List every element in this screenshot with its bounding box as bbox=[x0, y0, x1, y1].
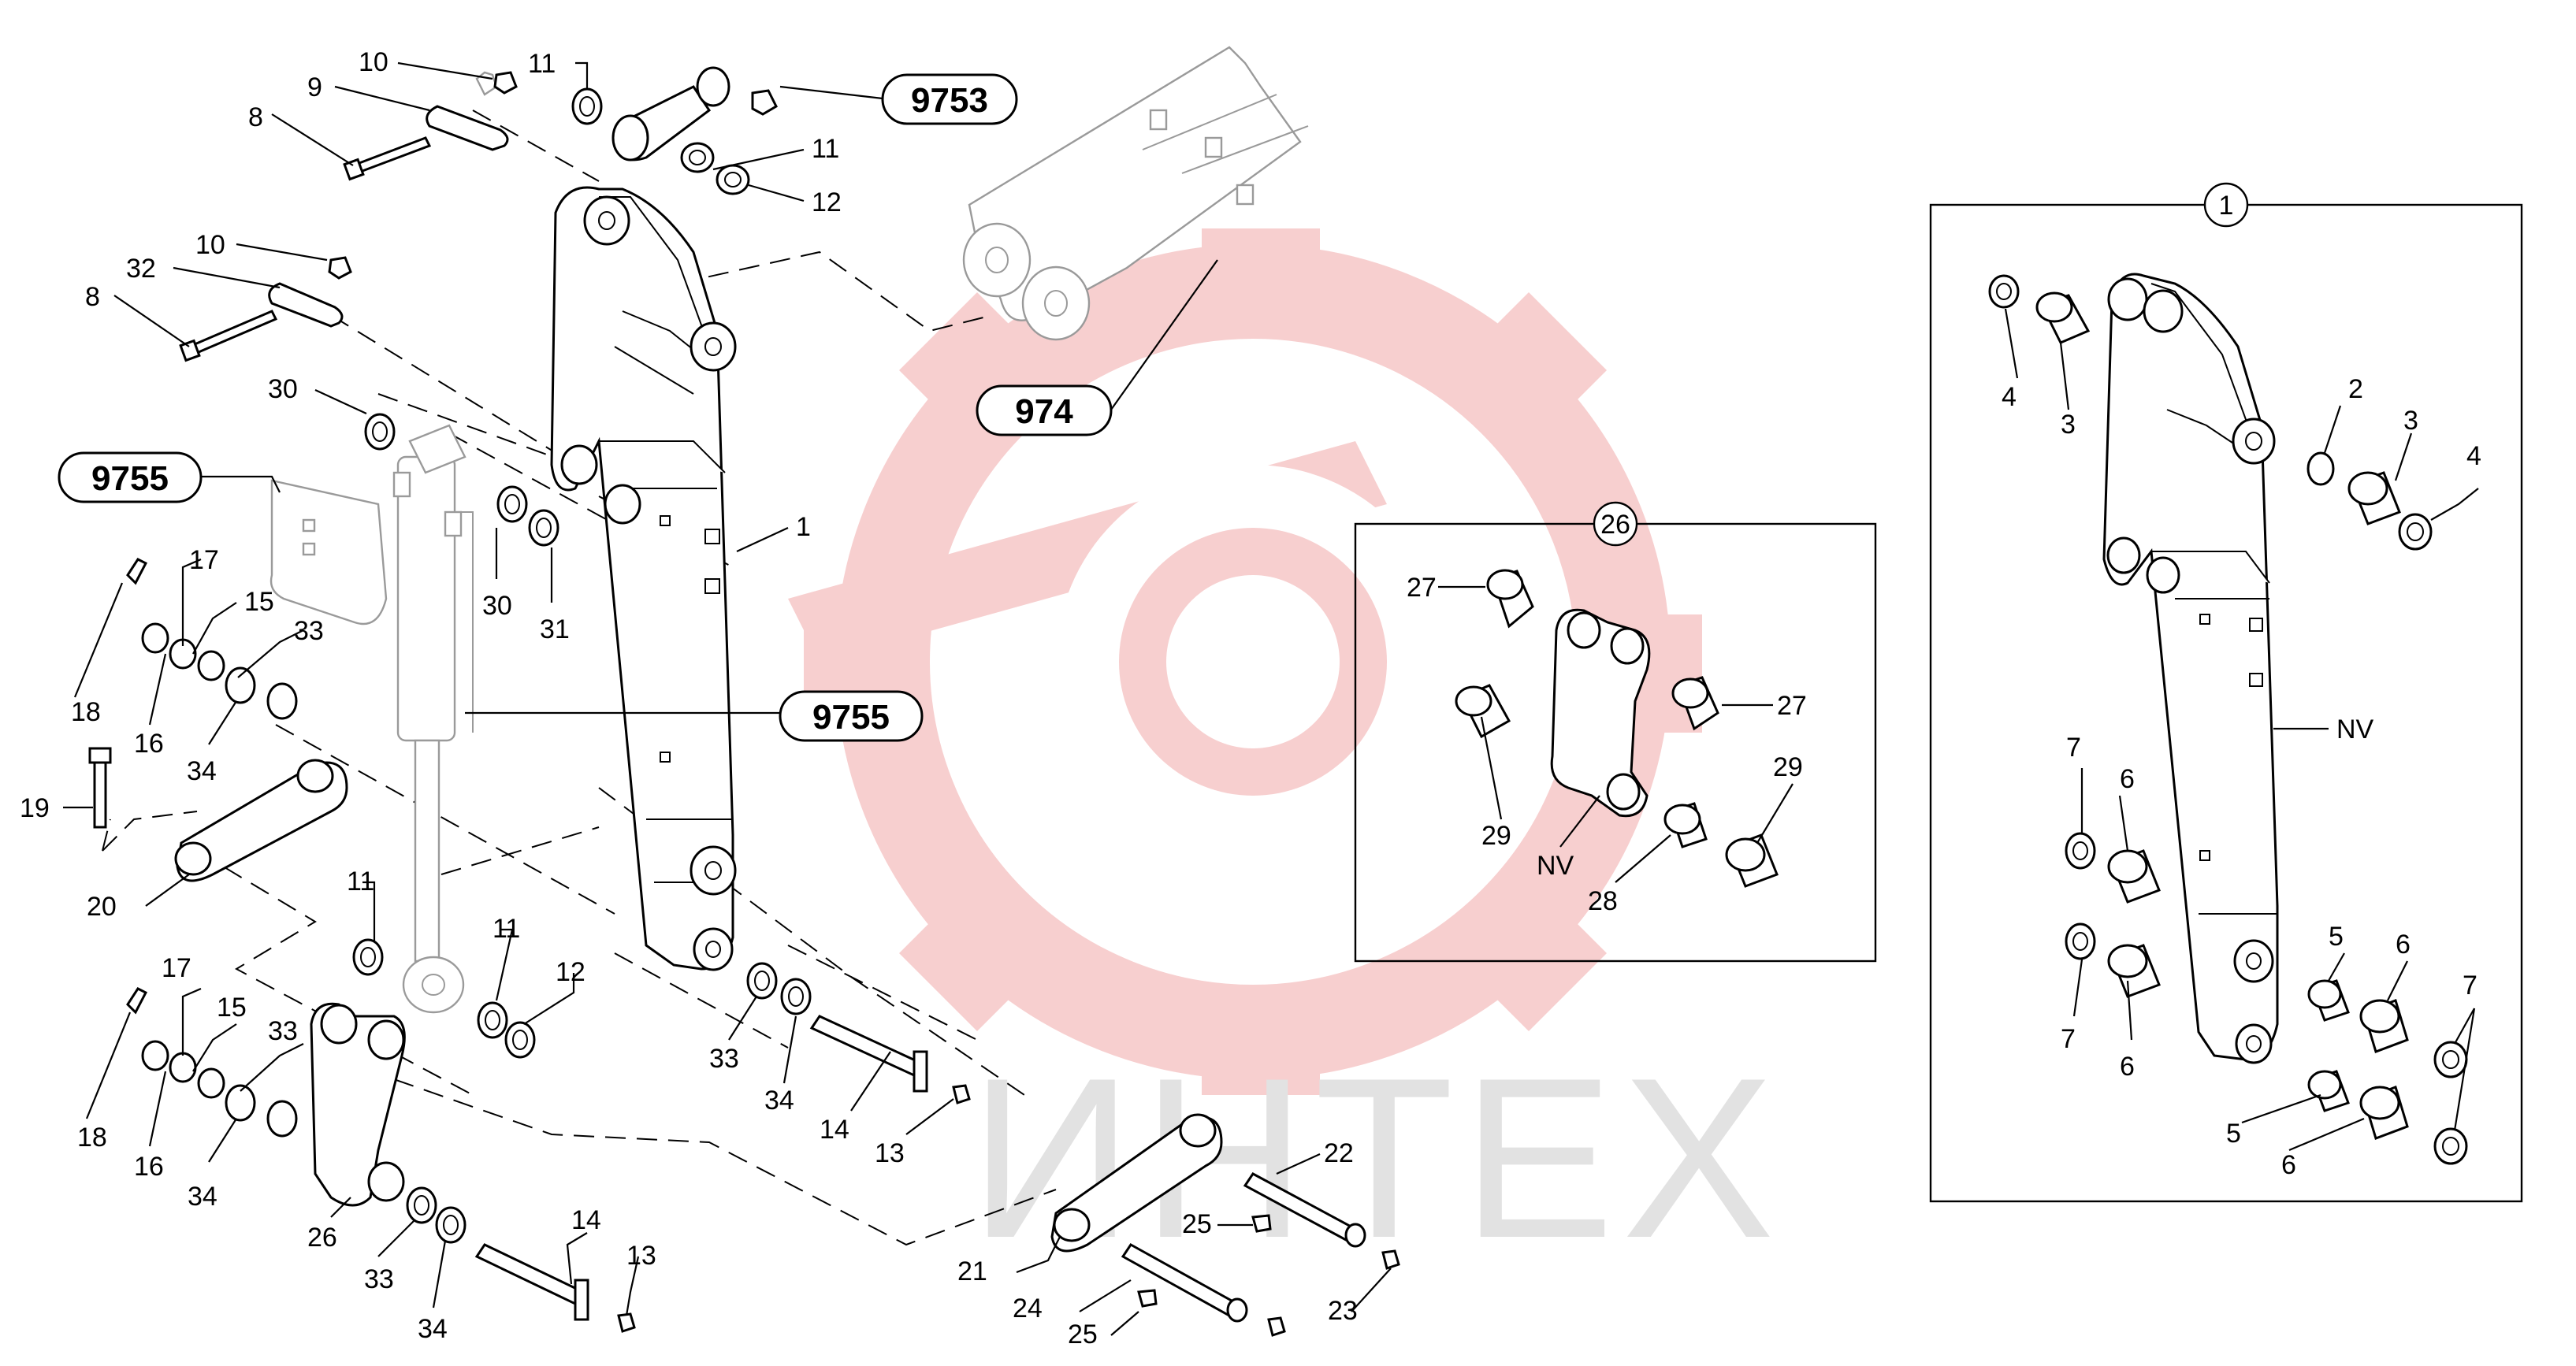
detail-26-callout-27: 27 bbox=[1777, 691, 1807, 721]
callout-14: 14 bbox=[571, 1205, 601, 1235]
callout-34: 34 bbox=[187, 756, 217, 786]
detail-1-callout-3: 3 bbox=[2403, 406, 2418, 436]
callout-15: 15 bbox=[244, 587, 274, 617]
detail-box-1: 1 bbox=[1929, 182, 2523, 1203]
detail-1-callout-7: 7 bbox=[2463, 971, 2477, 1000]
watermark-gear-logo bbox=[788, 228, 1702, 1095]
callout-33: 33 bbox=[268, 1016, 298, 1046]
callout-21: 21 bbox=[957, 1256, 987, 1286]
callout-34: 34 bbox=[418, 1314, 448, 1344]
callout-18: 18 bbox=[77, 1123, 107, 1153]
ref-label-9755-top: 9755 bbox=[91, 459, 169, 498]
callout-13: 13 bbox=[626, 1241, 656, 1271]
detail-1-callout-7: 7 bbox=[2066, 733, 2081, 763]
callout-17: 17 bbox=[189, 545, 219, 575]
callout-31: 31 bbox=[540, 614, 570, 644]
detail-1-callout-2: 2 bbox=[2348, 374, 2363, 404]
callout-33: 33 bbox=[364, 1264, 394, 1294]
callout-24: 24 bbox=[1013, 1294, 1043, 1323]
callout-15: 15 bbox=[217, 993, 247, 1023]
detail-1-callout-3: 3 bbox=[2061, 410, 2076, 440]
leader-lines bbox=[63, 61, 1392, 1336]
detail-1-callout-4: 4 bbox=[2466, 441, 2481, 471]
callout-12: 12 bbox=[812, 187, 842, 217]
callout-14: 14 bbox=[820, 1115, 849, 1145]
detail-26-title: 26 bbox=[1600, 510, 1630, 540]
callout-18: 18 bbox=[71, 697, 101, 727]
main-boom-arm bbox=[550, 186, 737, 971]
detail-26-callout-29: 29 bbox=[1773, 752, 1803, 782]
callout-10: 10 bbox=[195, 230, 225, 260]
callout-9: 9 bbox=[307, 72, 322, 102]
callout-30: 30 bbox=[268, 374, 298, 404]
detail-1-badge bbox=[2203, 182, 2249, 228]
watermark-text: ИНТЕХ bbox=[969, 1030, 1782, 1286]
detail-1-callout-4: 4 bbox=[2002, 382, 2017, 412]
callout-8: 8 bbox=[85, 282, 100, 312]
detail-1-callout-7: 7 bbox=[2061, 1024, 2076, 1054]
ref-pill-974[interactable]: 974 bbox=[976, 384, 1113, 436]
callout-17: 17 bbox=[162, 953, 191, 983]
ref-pill-9755-top[interactable]: 9755 bbox=[58, 451, 203, 503]
detail-1-callout-6: 6 bbox=[2120, 1052, 2135, 1082]
callout-numbers: 10 11 9 8 11 12 10 32 8 30 30 31 1 17 15… bbox=[20, 47, 1358, 1349]
boom-ghost-outline bbox=[269, 46, 1309, 1014]
callout-33: 33 bbox=[294, 616, 324, 646]
callout-34: 34 bbox=[188, 1182, 217, 1212]
callout-10: 10 bbox=[359, 47, 388, 77]
callout-23: 23 bbox=[1328, 1296, 1358, 1326]
callout-16: 16 bbox=[134, 729, 164, 759]
pins-and-bushings bbox=[88, 66, 1400, 1337]
detail-1-callout-5: 5 bbox=[2329, 922, 2344, 952]
callout-26: 26 bbox=[307, 1223, 337, 1253]
ref-pill-9753[interactable]: 9753 bbox=[881, 73, 1018, 125]
ref-label-974: 974 bbox=[1015, 392, 1073, 431]
detail-1-callout-6: 6 bbox=[2396, 930, 2411, 960]
callout-19: 19 bbox=[20, 793, 50, 823]
callout-11: 11 bbox=[812, 134, 839, 164]
detail-box-26: 26 27 27 29 29 NV 28 bbox=[1354, 501, 1877, 963]
detail-1-callout-nv: NV bbox=[2336, 715, 2374, 744]
callout-30: 30 bbox=[482, 591, 512, 621]
detail-1-callout-6: 6 bbox=[2281, 1150, 2296, 1180]
callout-32: 32 bbox=[126, 254, 156, 284]
ref-label-9753: 9753 bbox=[911, 81, 988, 120]
detail-1-callout-5: 5 bbox=[2226, 1119, 2241, 1149]
detail-26-callout-nv: NV bbox=[1537, 851, 1574, 881]
ref-label-9755-mid: 9755 bbox=[812, 698, 890, 737]
callout-16: 16 bbox=[134, 1152, 164, 1182]
callout-13: 13 bbox=[875, 1138, 905, 1168]
callout-34: 34 bbox=[764, 1086, 794, 1115]
callout-11: 11 bbox=[493, 914, 520, 944]
detail-26-callout-27: 27 bbox=[1407, 573, 1437, 603]
callout-12: 12 bbox=[556, 957, 585, 987]
callout-25: 25 bbox=[1182, 1209, 1212, 1239]
callout-1: 1 bbox=[796, 512, 811, 542]
callout-11: 11 bbox=[528, 49, 556, 79]
detail-26-callout-28: 28 bbox=[1588, 886, 1618, 916]
detail-26-badge bbox=[1593, 501, 1638, 547]
callout-8: 8 bbox=[248, 102, 263, 132]
ref-pill-9755-mid[interactable]: 9755 bbox=[779, 690, 924, 742]
detail-26-callout-29: 29 bbox=[1481, 821, 1511, 851]
callout-25: 25 bbox=[1068, 1320, 1098, 1349]
callout-20: 20 bbox=[87, 892, 117, 922]
callout-22: 22 bbox=[1324, 1138, 1354, 1168]
detail-1-title: 1 bbox=[2219, 191, 2234, 221]
detail-1-callout-6: 6 bbox=[2120, 764, 2135, 794]
callout-33: 33 bbox=[709, 1044, 739, 1074]
callout-11: 11 bbox=[347, 867, 374, 896]
